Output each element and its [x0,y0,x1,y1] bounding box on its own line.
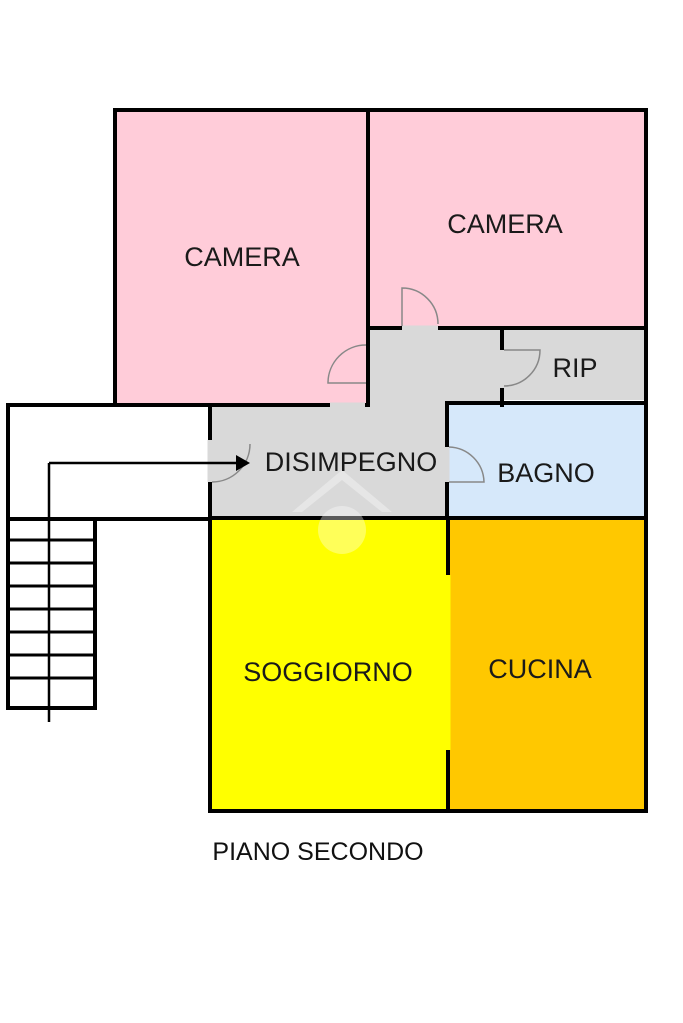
door-swing-camera-left [327,344,367,384]
room-rip [502,328,646,400]
label-rip: RIP [552,353,597,383]
stair-landing [6,403,212,710]
label-soggiorno: SOGGIORNO [243,657,413,687]
label-camera-left: CAMERA [184,242,300,272]
outer-wall [113,108,648,813]
door-swing-rip [503,349,541,387]
room-camera-left [115,110,368,405]
staircase [8,538,95,680]
door-swing-camera-right [401,287,439,326]
label-camera-right: CAMERA [447,209,563,239]
room-soggiorno [210,519,447,811]
label-disimpegno: DISIMPEGNO [265,447,438,477]
label-bagno: BAGNO [497,458,595,488]
floor-title: PIANO SECONDO [212,838,424,866]
stair-arrow-icon [47,455,250,722]
room-camera-right [368,110,646,328]
door-swing-entry [211,443,251,483]
room-disimpegno [210,328,502,517]
label-cucina: CUCINA [488,654,592,684]
room-cucina [449,519,646,811]
watermark-logo [292,470,392,554]
room-bagno [447,403,646,517]
door-swing-bagno [448,446,485,483]
